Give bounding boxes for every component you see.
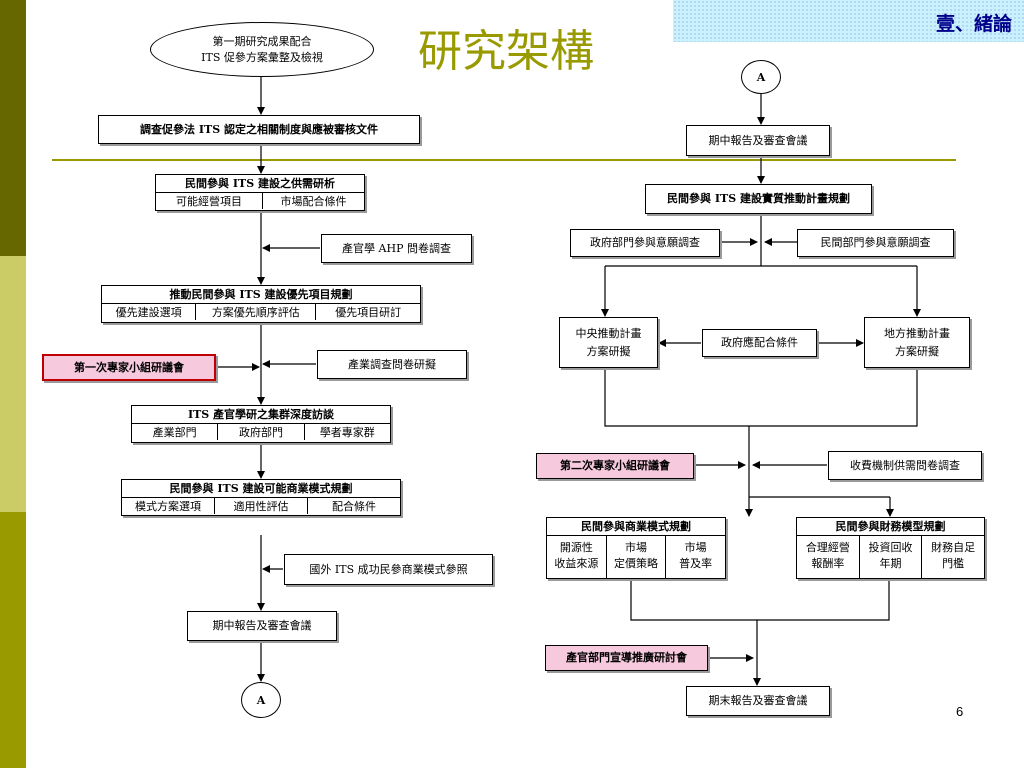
table-cell: 財務自足 門檻 <box>922 536 984 579</box>
central-plan-line2: 方案研擬 <box>586 344 631 358</box>
supply-demand-table: 民間參與 ITS 建設之供需研析 可能經營項目 市場配合條件 <box>155 174 365 211</box>
cell-line: 普及率 <box>679 556 713 570</box>
gov-conditions-box: 政府應配合條件 <box>702 329 817 357</box>
left-midterm-box: 期中報告及審查會議 <box>187 611 337 641</box>
table-cell: 優先項目研訂 <box>335 306 402 319</box>
gov-survey-box: 政府部門參與意願調查 <box>570 229 720 257</box>
biz-model-table: 民間參與商業模式規劃 開源性 收益來源 市場 定價策略 市場 普及率 <box>546 517 726 579</box>
industry-survey-box: 產業調查問卷研擬 <box>317 350 467 379</box>
cell-line: 合理經營 <box>805 541 850 554</box>
table-cell: 可能經營項目 <box>156 193 264 209</box>
cell-line: 收益來源 <box>554 556 599 570</box>
business-model-table: 民間參與 ITS 建設可能商業模式規劃 模式方案選項 適用性評估 配合條件 <box>121 479 401 516</box>
table-title: 民間參與商業模式規劃 <box>547 518 725 536</box>
divider-line <box>52 159 956 161</box>
local-plan-line2: 方案研擬 <box>895 344 939 358</box>
table-cell: 產業部門 <box>132 424 219 440</box>
cell-line: 投資回收 <box>868 541 913 554</box>
cell-line: 門檻 <box>942 556 965 570</box>
table-cell: 優先建設選項 <box>102 304 197 320</box>
implementation-plan-box: 民間參與 ITS 建設實質推動計畫規劃 <box>645 184 872 214</box>
financial-model-table: 民間參與財務模型規劃 合理經營 報酬率 投資回收 年期 財務自足 門檻 <box>796 517 985 579</box>
connector-a-top: A <box>741 60 781 94</box>
table-cell: 合理經營 報酬率 <box>797 536 860 579</box>
cell-line: 市場 <box>625 541 647 554</box>
start-oval-line1: 第一期研究成果配合 <box>212 35 312 49</box>
cell-line: 年期 <box>879 556 902 570</box>
cell-line: 財務自足 <box>931 541 976 554</box>
sidebar-dark-top <box>0 0 26 256</box>
page-title: 研究架構 <box>418 26 594 77</box>
table-title: ITS 產官學研之集群深度訪談 <box>132 406 390 424</box>
foreign-model-box: 國外 ITS 成功民參商業模式參照 <box>284 554 493 585</box>
first-expert-meeting: 第一次專家小組研議會 <box>42 354 216 381</box>
investigate-box: 調查促參法 ITS 認定之相關制度與應被審核文件 <box>98 115 420 144</box>
local-plan-line1: 地方推動計畫 <box>884 326 950 340</box>
table-cell: 方案優先順序評估 <box>196 304 317 320</box>
promotion-seminar: 產官部門宣導推廣研討會 <box>545 645 708 671</box>
table-cell: 學者專家群 <box>319 426 375 439</box>
cell-line: 開源性 <box>559 541 593 554</box>
section-title: 壹、緒論 <box>935 13 1012 35</box>
page-number: 6 <box>956 704 964 719</box>
interview-table: ITS 產官學研之集群深度訪談 產業部門 政府部門 學者專家群 <box>131 405 391 443</box>
cell-line: 市場 <box>684 541 707 554</box>
start-oval: 第一期研究成果配合 ITS 促參方案彙整及檢視 <box>150 22 374 77</box>
table-cell: 市場 定價策略 <box>607 536 667 579</box>
table-cell: 市場配合條件 <box>280 195 347 208</box>
table-cell: 模式方案選項 <box>122 498 215 514</box>
table-cell: 適用性評估 <box>215 498 308 514</box>
central-plan-box: 中央推動計畫 方案研擬 <box>559 317 658 368</box>
table-cell: 開源性 收益來源 <box>547 536 607 579</box>
table-title: 民間參與 ITS 建設之供需研析 <box>156 175 364 193</box>
private-survey-box: 民間部門參與意願調查 <box>797 229 954 257</box>
final-report-box: 期末報告及審查會議 <box>686 686 830 716</box>
fee-survey-box: 收費機制供需問卷調查 <box>828 451 982 480</box>
right-midterm-box: 期中報告及審查會議 <box>686 125 830 156</box>
sidebar-dark-bottom <box>0 512 26 768</box>
table-cell: 政府部門 <box>218 424 305 440</box>
table-title: 民間參與財務模型規劃 <box>797 518 984 536</box>
sidebar-light <box>0 256 26 512</box>
table-title: 推動民間參與 ITS 建設優先項目規劃 <box>102 286 420 304</box>
section-tab: 壹、緒論 <box>673 0 1024 42</box>
local-plan-box: 地方推動計畫 方案研擬 <box>864 317 970 368</box>
table-cell: 投資回收 年期 <box>860 536 923 579</box>
central-plan-line1: 中央推動計畫 <box>575 326 642 340</box>
cell-line: 定價策略 <box>614 556 658 570</box>
table-title: 民間參與 ITS 建設可能商業模式規劃 <box>122 480 400 498</box>
priority-plan-table: 推動民間參與 ITS 建設優先項目規劃 優先建設選項 方案優先順序評估 優先項目… <box>101 285 421 323</box>
second-expert-meeting: 第二次專家小組研議會 <box>536 453 694 479</box>
start-oval-line2: ITS 促參方案彙整及檢視 <box>201 50 323 64</box>
table-cell: 配合條件 <box>332 500 376 513</box>
cell-line: 報酬率 <box>811 556 845 570</box>
table-cell: 市場 普及率 <box>666 536 725 579</box>
ahp-survey-box: 產官學 AHP 問卷調查 <box>321 234 472 263</box>
connector-a-bottom: A <box>241 682 281 718</box>
